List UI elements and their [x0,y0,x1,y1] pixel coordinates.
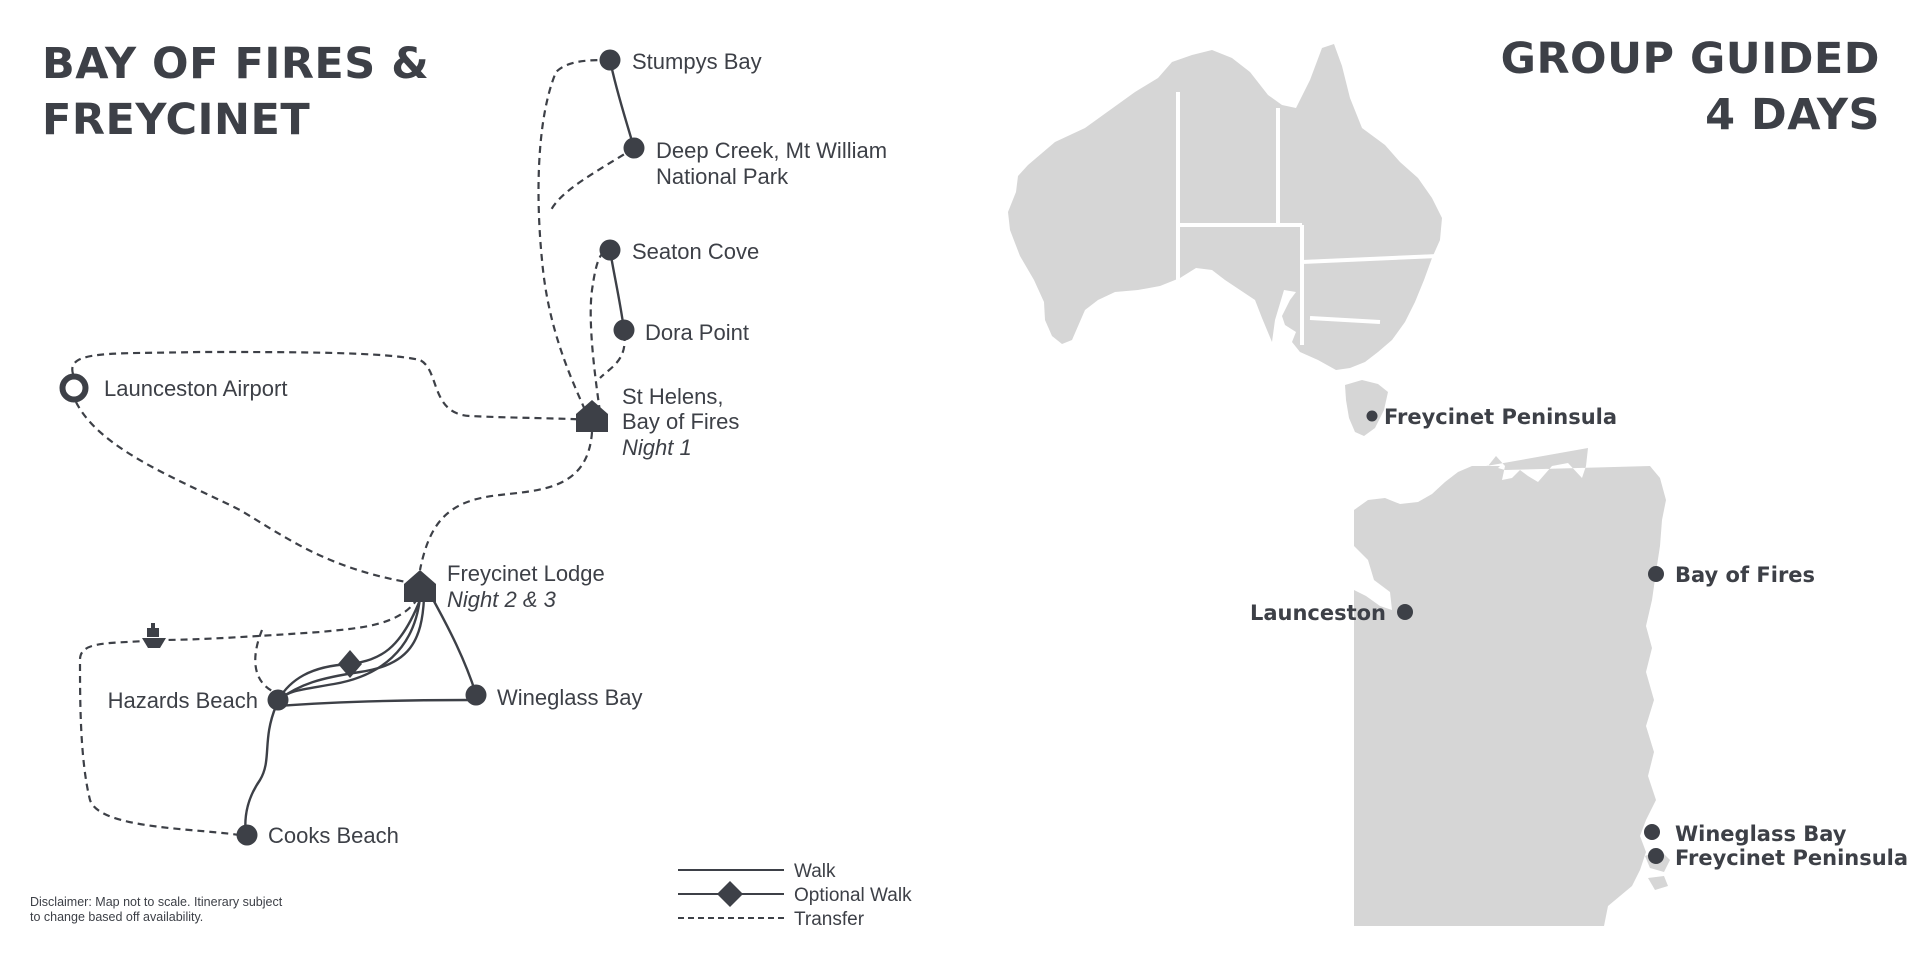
deep-creek-marker [623,137,645,159]
freycinet-overview-marker [1366,410,1378,422]
deep-creek-label-line-1: Deep Creek, Mt William [656,138,887,163]
wineglass-bay-label: Wineglass Bay [497,685,643,710]
transfer-deep-creek-link [548,147,635,213]
stumpys-bay-label: Stumpys Bay [632,49,762,74]
hazards-beach-label: Hazards Beach [108,688,258,713]
legend-diamond-icon [717,881,743,907]
transfer-dora-link [599,333,626,379]
st-helens-house-icon [576,400,608,432]
optional-walk-diamond-icon [338,650,362,678]
bay-of-fires-marker [1648,566,1664,582]
walk-seaton-to-dora [608,249,626,331]
disclaimer-line-2: to change based off availability. [30,910,204,924]
map-title: BAY OF FIRES & FREYCINET [42,36,429,148]
seaton-cove-marker [599,239,621,261]
walk-hazards-to-cooks [244,705,278,837]
walk-freycinet-to-wineglass [428,593,478,695]
stumpys-bay-marker [599,49,621,71]
cooks-beach-marker [236,824,258,846]
map-title-line-2: FREYCINET [42,95,311,145]
tour-type-line-1: GROUP GUIDED [1500,34,1880,84]
launceston-label: Launceston [1250,601,1386,625]
hazards-beach-marker [267,689,289,711]
legend-transfer-label: Transfer [794,909,865,930]
bay-of-fires-label: Bay of Fires [1675,563,1815,587]
st-helens-label-line-1: St Helens, [622,384,724,409]
disclaimer-line-1: Disclaimer: Map not to scale. Itinerary … [30,895,283,909]
transfer-airport-to-st-helens [71,350,593,422]
cooks-beach-label: Cooks Beach [268,823,399,848]
walk-routes [244,59,636,837]
deep-creek-label-line-2: National Park [656,164,789,189]
tasmania-shape [1345,380,1388,436]
wineglass-bay-marker [465,684,487,706]
freycinet-peninsula-detail-label: Freycinet Peninsula [1675,846,1908,870]
wineglass-bay-detail-marker [1644,824,1660,840]
launceston-marker [1397,604,1413,620]
airport-ring-icon [59,373,89,403]
tour-type-title: GROUP GUIDED 4 DAYS [1501,31,1880,143]
st-helens-label-line-2: Bay of Fires [622,409,739,434]
transfer-freycinet-ferry-to-cooks [78,597,419,838]
boat-icon [142,623,166,648]
freycinet-overview-label: Freycinet Peninsula [1384,405,1617,429]
walk-hazards-to-wineglass [277,698,471,708]
australia-map: Freycinet Peninsula [1008,44,1617,436]
st-helens-night-label: Night 1 [622,435,692,460]
wineglass-bay-detail-label: Wineglass Bay [1675,822,1847,846]
tasmania-detail-land [1354,448,1666,926]
australia-mainland [1008,44,1442,370]
freycinet-lodge-label: Freycinet Lodge [447,561,605,586]
freycinet-lodge-night-label: Night 2 & 3 [447,587,557,612]
freycinet-peninsula-detail-marker [1648,848,1664,864]
walk-freycinet-to-hazards-a [277,597,426,701]
transfer-st-helens-to-seaton [589,248,611,413]
legend-optional-walk-label: Optional Walk [794,885,912,906]
launceston-airport-label: Launceston Airport [104,376,287,401]
seaton-cove-label: Seaton Cove [632,239,759,264]
transfer-st-helens-to-freycinet [418,431,594,571]
dora-point-marker [613,319,635,341]
disclaimer: Disclaimer: Map not to scale. Itinerary … [30,895,282,925]
state-borders [1176,92,1439,345]
map-title-line-1: BAY OF FIRES & [42,39,430,89]
legend-walk-label: Walk [794,861,836,882]
walk-stumpys-to-deep-creek [608,59,636,149]
freycinet-lodge-house-icon [404,570,436,602]
legend: Walk Optional Walk Transfer [678,861,912,930]
dora-point-label: Dora Point [645,320,749,345]
route-diagram: Stumpys Bay Deep Creek, Mt William Natio… [59,49,887,848]
transfer-airport-to-freycinet [75,401,419,586]
transfer-st-helens-to-stumpys [537,58,611,411]
tour-type-line-2: 4 DAYS [1705,90,1880,140]
tasmania-detail-map: Bay of Fires Launceston Wineglass Bay Fr… [1250,448,1908,926]
transfer-routes [71,58,635,838]
walk-freycinet-to-hazards-b [277,597,422,701]
transfer-ferry-spur-hazards [254,629,275,693]
